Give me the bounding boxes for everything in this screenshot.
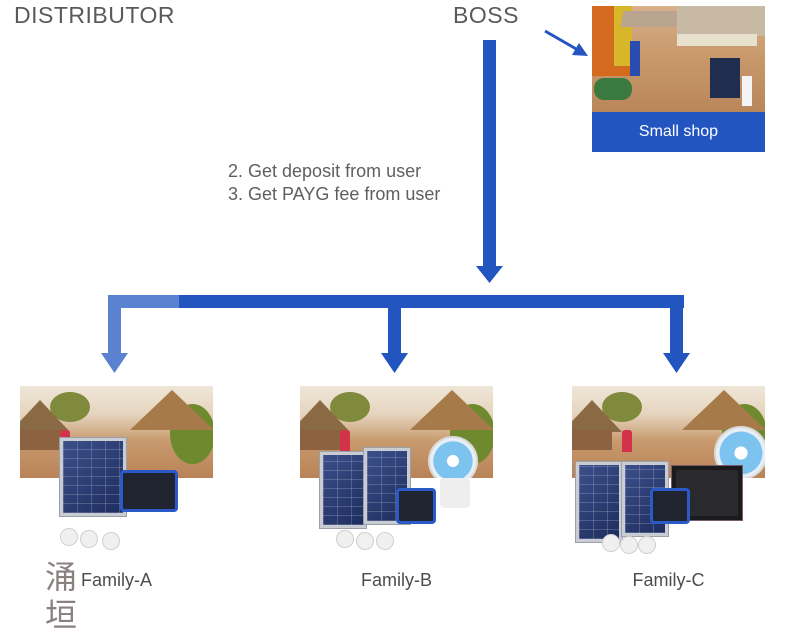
flow-notes: 2. Get deposit from user 3. Get PAYG fee… [228,160,440,206]
bulb-icon [102,532,120,550]
family-c-village-photo [572,386,765,478]
arrow-to-family-a [101,295,128,373]
family-a-kit [20,438,213,558]
main-down-arrow [476,40,503,283]
boss-to-shop-arrow [544,29,588,56]
branch-bar-faded [108,295,179,308]
family-c-label: Family-C [632,570,705,590]
bulb-icon [602,534,620,552]
solar-panel-icon [60,438,126,516]
distributor-title: DISTRIBUTOR [14,2,175,28]
family-b-card: Family-B [300,386,493,591]
small-shop-card: Small shop [592,6,765,152]
family-c-kit [572,462,765,558]
battery-unit-icon [650,488,690,524]
note-payg-fee: 3. Get PAYG fee from user [228,184,441,204]
solar-panel-icon [320,452,366,528]
boss-title: BOSS [453,2,519,28]
bulb-icon [620,536,638,554]
battery-unit-icon [120,470,178,512]
watermark-char-2: 垣 [45,597,78,633]
solar-panel-icon [576,462,622,542]
branch-bar [179,295,684,308]
watermark-char-1: 涌 [45,559,78,595]
arrow-to-family-b [381,306,408,373]
bulb-icon [356,532,374,550]
arrow-to-family-c [663,295,690,373]
family-c-card: Family-C [572,386,765,591]
bulb-icon [60,528,78,546]
bulb-icon [638,536,656,554]
family-a-card: Family-A [20,386,213,591]
battery-unit-icon [396,488,436,524]
family-b-label: Family-B [361,570,432,590]
fan-icon [428,436,478,478]
bulb-icon [80,530,98,548]
bulb-icon [336,530,354,548]
note-deposit: 2. Get deposit from user [228,161,422,181]
bulb-icon [376,532,394,550]
family-a-label: Family-A [81,570,152,590]
flow-arrows [101,29,690,373]
family-b-kit [300,448,493,558]
shop-photo [592,6,765,112]
shop-caption: Small shop [592,112,765,152]
